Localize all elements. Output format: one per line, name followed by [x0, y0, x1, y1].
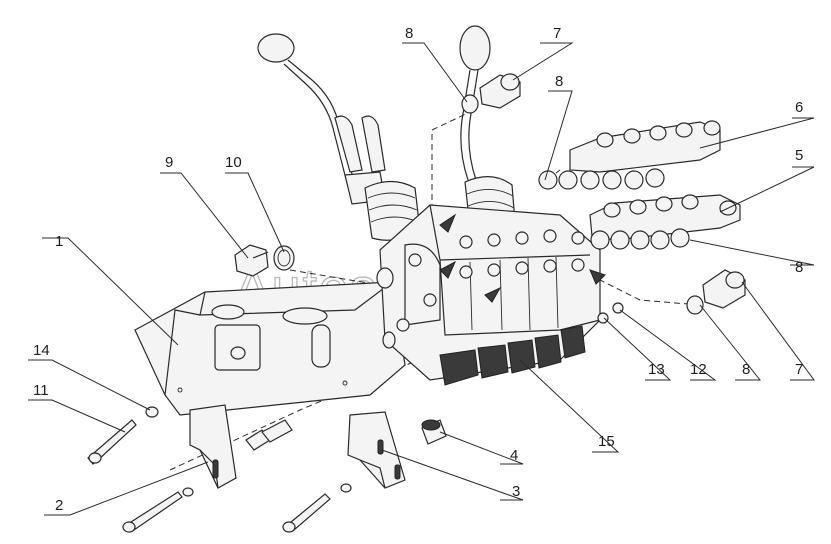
spacer-bushing: [421, 419, 447, 445]
callout-labels: 1 2 3 4 5 6 7 7 8 8 8 8 9 10 11 12 13 14…: [33, 25, 803, 514]
callout-5: 5: [795, 147, 803, 164]
callout-7-top: 7: [553, 25, 561, 42]
callout-7-right: 7: [795, 361, 803, 378]
callout-8-right: 8: [742, 361, 750, 378]
mounting-plate: [134, 281, 406, 416]
callout-4: 4: [510, 447, 518, 464]
fitting-row-upper: [538, 120, 721, 190]
callout-13: 13: [648, 361, 665, 378]
control-levers: [257, 25, 491, 205]
callout-3: 3: [512, 483, 520, 500]
bracket-right: [347, 411, 406, 489]
fitting-right: [686, 269, 746, 315]
callout-11: 11: [33, 382, 49, 399]
callout-15: 15: [598, 433, 615, 450]
callout-10: 10: [225, 154, 242, 171]
bracket-left: [189, 404, 237, 489]
callout-14: 14: [33, 342, 50, 359]
callout-9: 9: [165, 154, 173, 171]
callout-8-top: 8: [405, 25, 413, 42]
callout-8-upper-row: 8: [555, 73, 563, 90]
callout-6: 6: [795, 99, 803, 116]
fitting-row-lower: [589, 194, 741, 250]
leader-lines: [28, 42, 815, 516]
callout-8-lower-row: 8: [795, 259, 803, 276]
valve-block: [376, 204, 606, 386]
bolt-set: [87, 406, 352, 533]
callout-1: 1: [55, 233, 63, 250]
callout-12: 12: [690, 361, 707, 378]
callout-2: 2: [55, 497, 63, 514]
fitting-top: [461, 73, 521, 114]
